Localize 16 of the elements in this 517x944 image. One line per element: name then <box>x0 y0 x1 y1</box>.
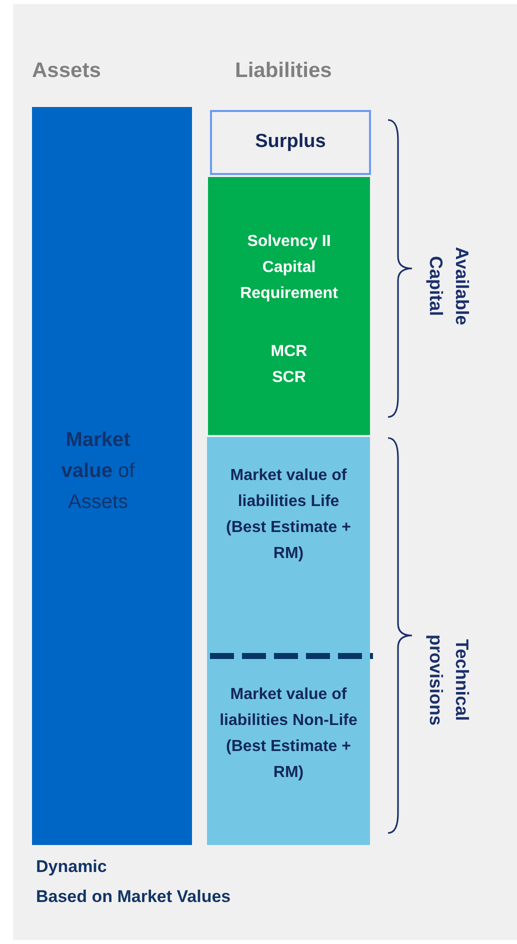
footer-note: Dynamic <box>36 856 107 878</box>
column-heading: Liabilities <box>235 58 332 84</box>
box-title: Surplus <box>255 130 326 154</box>
bracket-label: Technical provisions <box>425 633 473 728</box>
capital-requirement-box <box>208 177 370 435</box>
column-heading: Assets <box>32 58 101 84</box>
box-text: Solvency II Capital Requirement <box>239 232 339 304</box>
footer-note: Based on Market Values <box>36 886 231 908</box>
box-text: Market value of liabilities Life (Best Estimate + RM) <box>225 466 352 564</box>
box-text: Market value of liabilities Non-Life (Best Estimate + RM) <box>218 685 358 783</box>
surplus-box <box>210 110 371 175</box>
assets-bar <box>32 107 192 845</box>
bar-label: Market value of Assets <box>60 428 136 515</box>
bracket-label: Available Capital <box>425 246 473 328</box>
box-text: MCR SCR <box>270 342 308 388</box>
technical-provisions-box <box>207 437 370 845</box>
